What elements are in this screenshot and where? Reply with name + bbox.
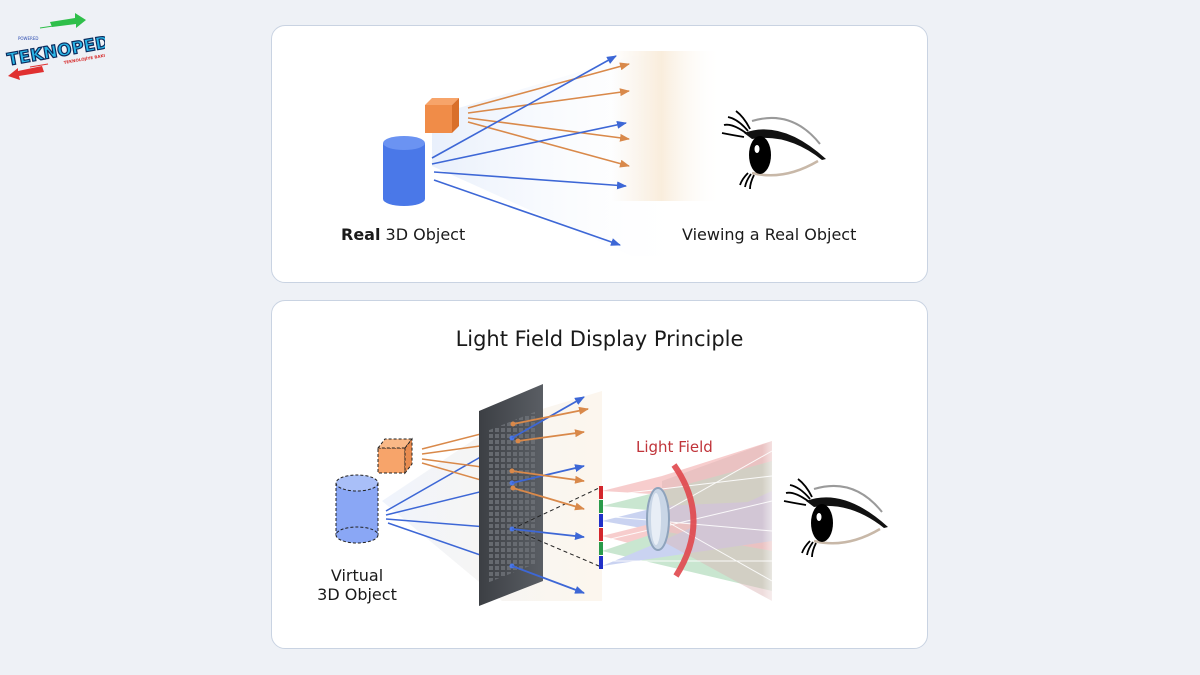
orange-ray bbox=[517, 429, 585, 442]
orange-ray bbox=[512, 487, 585, 511]
lens-icon bbox=[646, 487, 670, 551]
real-cube-icon bbox=[425, 98, 459, 133]
blue-ray bbox=[511, 464, 585, 484]
eye-icon bbox=[783, 478, 888, 558]
real-object-panel: Real 3D Object Viewing a Real Object bbox=[271, 25, 928, 283]
display-panel-icon bbox=[479, 384, 543, 606]
subpixel-red bbox=[599, 486, 603, 499]
ray-glow-orange bbox=[612, 51, 722, 201]
orange-ray bbox=[467, 117, 630, 142]
virtual-object-label-line2: 3D Object bbox=[317, 585, 397, 604]
light-field-arc bbox=[671, 463, 697, 578]
virtual-cube-icon bbox=[376, 437, 414, 475]
subpixel-green bbox=[599, 542, 603, 555]
light-field-diagram bbox=[335, 384, 888, 621]
orange-ray bbox=[467, 88, 630, 114]
diagram-title: Light Field Display Principle bbox=[455, 327, 744, 351]
orange-ray bbox=[467, 62, 630, 109]
blue-ray bbox=[431, 55, 617, 159]
blue-ray bbox=[511, 528, 585, 540]
orange-ray bbox=[512, 406, 589, 425]
logo-tagline-top: POWERED bbox=[18, 36, 38, 41]
eye-icon bbox=[721, 110, 826, 190]
virtual-orange-rays-out bbox=[511, 406, 589, 511]
virtual-object-label: Virtual 3D Object bbox=[302, 566, 412, 604]
subpixel-red bbox=[599, 528, 603, 541]
red-arrow-icon bbox=[8, 63, 49, 80]
orange-ray bbox=[467, 121, 630, 168]
blue-rays bbox=[431, 55, 627, 246]
teknopedya-logo: TEKNOPEDYA POWERED TEKNOLOJİYE BAKIŞ AÇI… bbox=[0, 8, 135, 83]
blue-ray bbox=[433, 179, 621, 246]
subpixel-projection-lines bbox=[511, 487, 600, 567]
subpixel-green bbox=[599, 500, 603, 513]
blue-ray bbox=[431, 120, 627, 165]
viewer-label: Viewing a Real Object bbox=[682, 225, 857, 244]
green-arrow-icon bbox=[39, 13, 86, 29]
subpixel-blue bbox=[599, 556, 603, 569]
subpixel-strip bbox=[599, 486, 603, 569]
blue-ray bbox=[433, 171, 627, 190]
real-cylinder-icon bbox=[383, 136, 425, 206]
virtual-cylinder-icon bbox=[335, 474, 379, 544]
real-object-diagram bbox=[383, 51, 826, 256]
real-object-label: Real 3D Object bbox=[341, 225, 466, 244]
subpixel-blue bbox=[599, 514, 603, 527]
virtual-object-label-line1: Virtual bbox=[330, 566, 384, 585]
light-field-panel: Light Field Display Principle bbox=[271, 300, 928, 649]
orange-ray bbox=[511, 470, 585, 484]
blue-ray bbox=[511, 565, 585, 594]
light-field-label: Light Field bbox=[636, 438, 713, 456]
orange-rays bbox=[467, 62, 630, 168]
